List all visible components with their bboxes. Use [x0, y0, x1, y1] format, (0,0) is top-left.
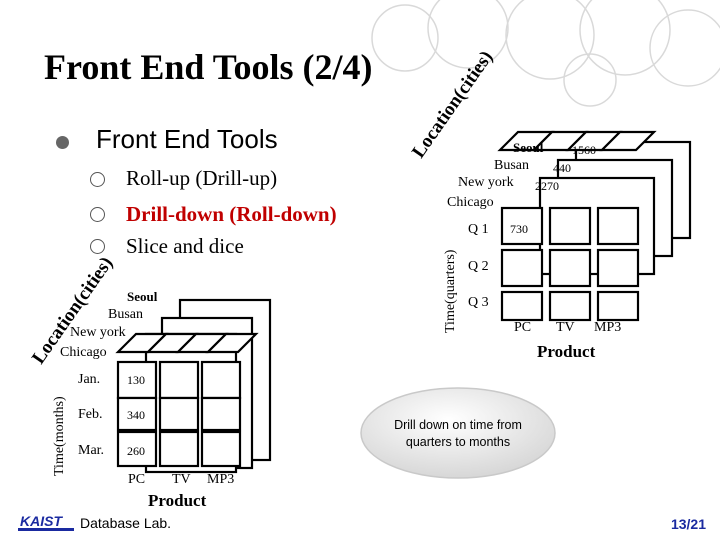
- months-product-mp3: MP3: [207, 472, 235, 487]
- months-product-pc: PC: [128, 472, 146, 487]
- months-cube-front: [116, 360, 242, 468]
- sub-bullet-drill-down: Drill-down (Roll-down): [126, 202, 337, 226]
- month-feb: Feb.: [78, 407, 103, 422]
- months-product-label: Product: [148, 491, 207, 510]
- months-city-seoul: Seoul: [127, 289, 158, 304]
- months-time-label: Time(months): [52, 396, 67, 476]
- months-city-chicago: Chicago: [60, 345, 107, 360]
- svg-text:KAIST: KAIST: [20, 513, 63, 529]
- sub-bullet-circle-icon: [90, 172, 105, 187]
- sub-bullet-slice-dice: Slice and dice: [126, 234, 244, 258]
- quarters-top-value-1: 1560: [572, 143, 596, 157]
- quarters-top-value-2: 440: [553, 161, 571, 175]
- month-mar: Mar.: [78, 443, 105, 458]
- main-bullet-text: Front End Tools: [96, 124, 278, 154]
- callout-text: Drill down on time from quarters to mont…: [394, 418, 522, 449]
- months-cell-mar: 260: [127, 444, 145, 458]
- quarters-product-mp3: MP3: [594, 320, 622, 335]
- months-cell-jan: 130: [127, 373, 145, 387]
- quarters-time-label: Time(quarters): [443, 249, 458, 333]
- quarters-city-busan: Busan: [494, 158, 529, 173]
- quarters-cube-top-cells: [497, 130, 657, 152]
- decorative-circles: [371, 0, 720, 107]
- quarter-q3: Q 3: [468, 295, 489, 310]
- quarters-city-newyork: New york: [458, 175, 514, 190]
- months-city-newyork: New york: [70, 325, 126, 340]
- quarters-city-seoul: Seoul: [513, 140, 544, 155]
- quarter-q1: Q 1: [468, 222, 489, 237]
- page-number: 13/21: [670, 516, 706, 532]
- kaist-logo: KAIST: [18, 513, 74, 531]
- page-title: Front End Tools (2/4): [44, 47, 373, 87]
- footer-lab-name: Database Lab.: [80, 515, 172, 531]
- bullet-dot-icon: [56, 136, 69, 149]
- quarters-cell-value: 730: [510, 222, 528, 236]
- quarters-product-tv: TV: [556, 320, 575, 335]
- month-jan: Jan.: [78, 372, 101, 387]
- sub-bullet-roll-up: Roll-up (Drill-up): [126, 166, 278, 190]
- quarter-q2: Q 2: [468, 259, 489, 274]
- months-cell-feb: 340: [127, 408, 145, 422]
- quarters-cube-front: [500, 206, 640, 322]
- quarters-city-chicago: Chicago: [447, 195, 494, 210]
- months-cube-top-cells: [115, 332, 259, 354]
- months-city-busan: Busan: [108, 307, 143, 322]
- sub-bullet-circle-icon: [90, 207, 105, 222]
- quarters-product-label: Product: [537, 342, 596, 361]
- quarters-product-pc: PC: [514, 320, 532, 335]
- months-product-tv: TV: [172, 472, 191, 487]
- quarters-top-value-3: 2270: [535, 179, 559, 193]
- drill-down-callout: [360, 387, 556, 479]
- sub-bullet-circle-icon: [90, 239, 105, 254]
